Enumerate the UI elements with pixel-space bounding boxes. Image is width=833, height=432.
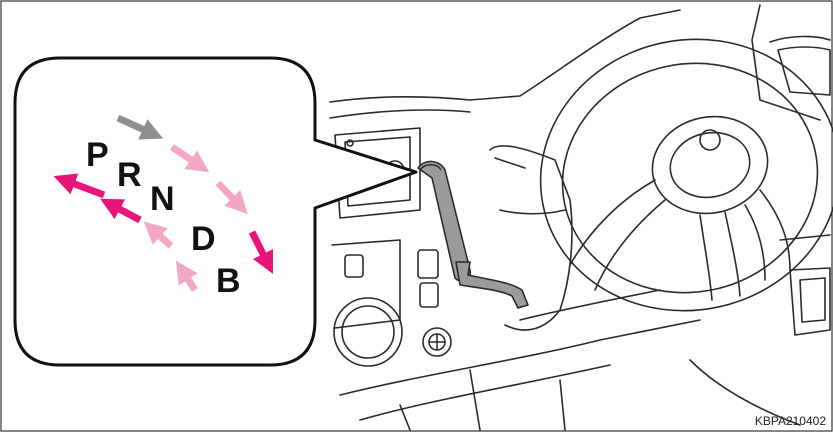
shift-lever <box>418 161 528 308</box>
gear-label-r: R <box>117 156 142 194</box>
gear-label-n: N <box>150 180 175 218</box>
gear-label-b: B <box>216 262 241 300</box>
dashboard-drawing <box>330 5 833 430</box>
gear-label-p: P <box>86 136 109 174</box>
inset-callout <box>15 58 416 365</box>
figure-id-code: KBPA210402 <box>755 414 826 428</box>
gear-label-d: D <box>191 220 216 258</box>
